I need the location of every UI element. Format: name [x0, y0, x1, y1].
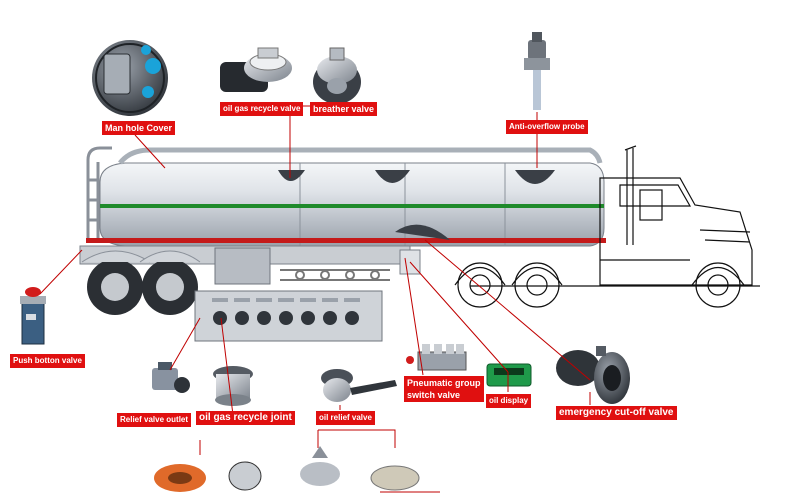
label-breather-valve: breather valve	[310, 102, 378, 116]
rear-ladder	[86, 146, 112, 240]
tank-trailer	[79, 146, 606, 342]
tank-red-stripe	[86, 238, 606, 243]
panel-nameplates	[212, 298, 360, 302]
label-emergency-cut-off-valve: emergency cut-off valve	[556, 406, 677, 420]
label-pneumatic-group-switch-valve: Pneumatic group switch valve	[404, 376, 484, 402]
tank-green-stripe	[100, 204, 604, 208]
label-oil-relief-valve: oil relief valve	[316, 411, 375, 425]
label-push-button-valve: Push botton valve	[10, 354, 85, 368]
label-relief-valve-outlet: Relief valve outlet	[117, 413, 192, 427]
push-button-valve-icon	[20, 287, 46, 345]
emergency-cutoff-icon	[556, 346, 630, 404]
relief-outlet-icon	[152, 362, 190, 393]
label-oil-gas-recycle-joint: oil gas recycle joint	[196, 411, 295, 425]
label-oil-display: oil display	[486, 394, 532, 408]
recycle-valve-icon	[220, 47, 292, 92]
label-anti-overflow-probe: Anti-overflow probe	[506, 120, 588, 134]
label-oil-gas-recycle-valve: oil gas recycle valve	[220, 102, 304, 116]
bottom-fittings	[154, 446, 420, 492]
pneumatic-switch-icon	[406, 344, 467, 371]
trailer-wheels	[81, 250, 201, 315]
top-cutaways	[278, 170, 555, 240]
pump-cabinet	[214, 247, 271, 285]
oil-relief-valve-icon	[321, 369, 397, 402]
anti-overflow-probe-icon	[524, 32, 550, 110]
panel-valves	[213, 311, 359, 325]
label-manhole-cover: Man hole Cover	[102, 121, 176, 135]
manhole-cover-icon	[92, 40, 168, 116]
pipework	[280, 269, 390, 281]
tractor-outline	[454, 145, 760, 308]
breather-valve-icon	[313, 47, 361, 104]
oil-display-icon	[486, 363, 532, 387]
recycle-joint-icon	[213, 366, 253, 406]
tank-top-rail	[118, 147, 603, 165]
